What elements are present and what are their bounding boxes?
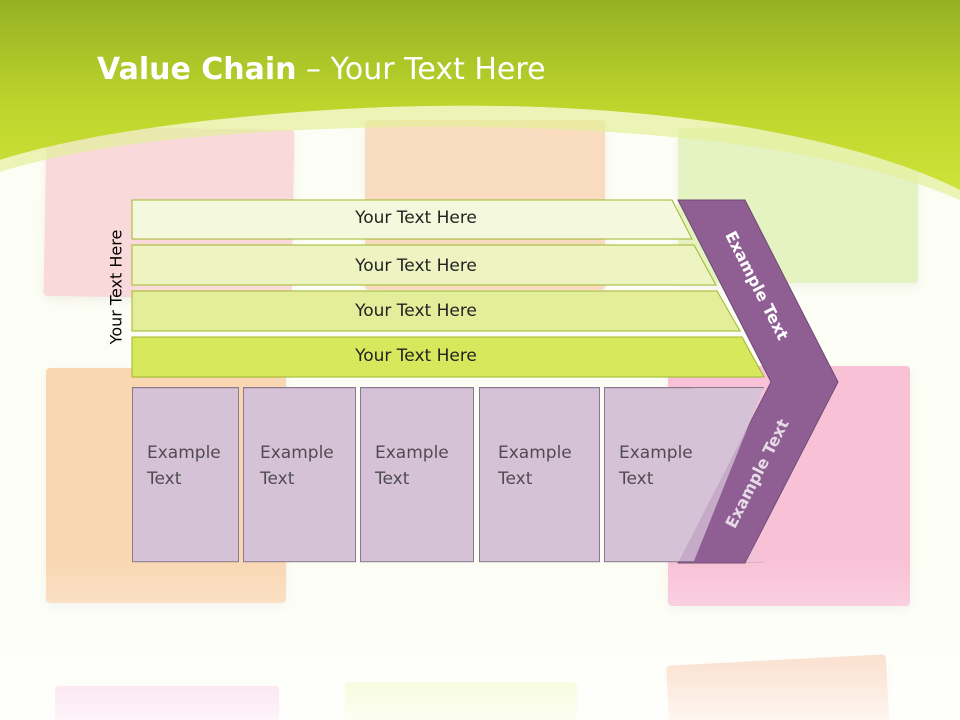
bar-label-2: Your Text Here [355, 256, 477, 276]
bar-shape-4 [131, 336, 765, 378]
box-2-line2: Text [260, 469, 294, 489]
box-1-line1: Example [147, 443, 221, 463]
chevron-shape [677, 199, 839, 564]
bar-label-1: Your Text Here [355, 208, 477, 228]
bar-shape-2 [131, 244, 717, 286]
box-3-line2: Text [375, 469, 409, 489]
bar-shape-3 [131, 290, 741, 332]
box-5-line1: Example [619, 443, 693, 463]
title-bold: Value Chain [97, 52, 297, 87]
bar-label-4: Your Text Here [355, 346, 477, 366]
reflection [0, 388, 960, 720]
bar-shape-1 [131, 199, 693, 240]
box-2-line1: Example [260, 443, 334, 463]
box-4-line2: Text [498, 469, 532, 489]
box-4-line1: Example [498, 443, 572, 463]
box-3-line1: Example [375, 443, 449, 463]
box-1-line2: Text [147, 469, 181, 489]
box-5-line2: Text [619, 469, 653, 489]
bar-label-3: Your Text Here [355, 301, 477, 321]
slide-title: Value Chain – Your Text Here [97, 52, 546, 87]
title-rest: – Your Text Here [296, 52, 546, 87]
